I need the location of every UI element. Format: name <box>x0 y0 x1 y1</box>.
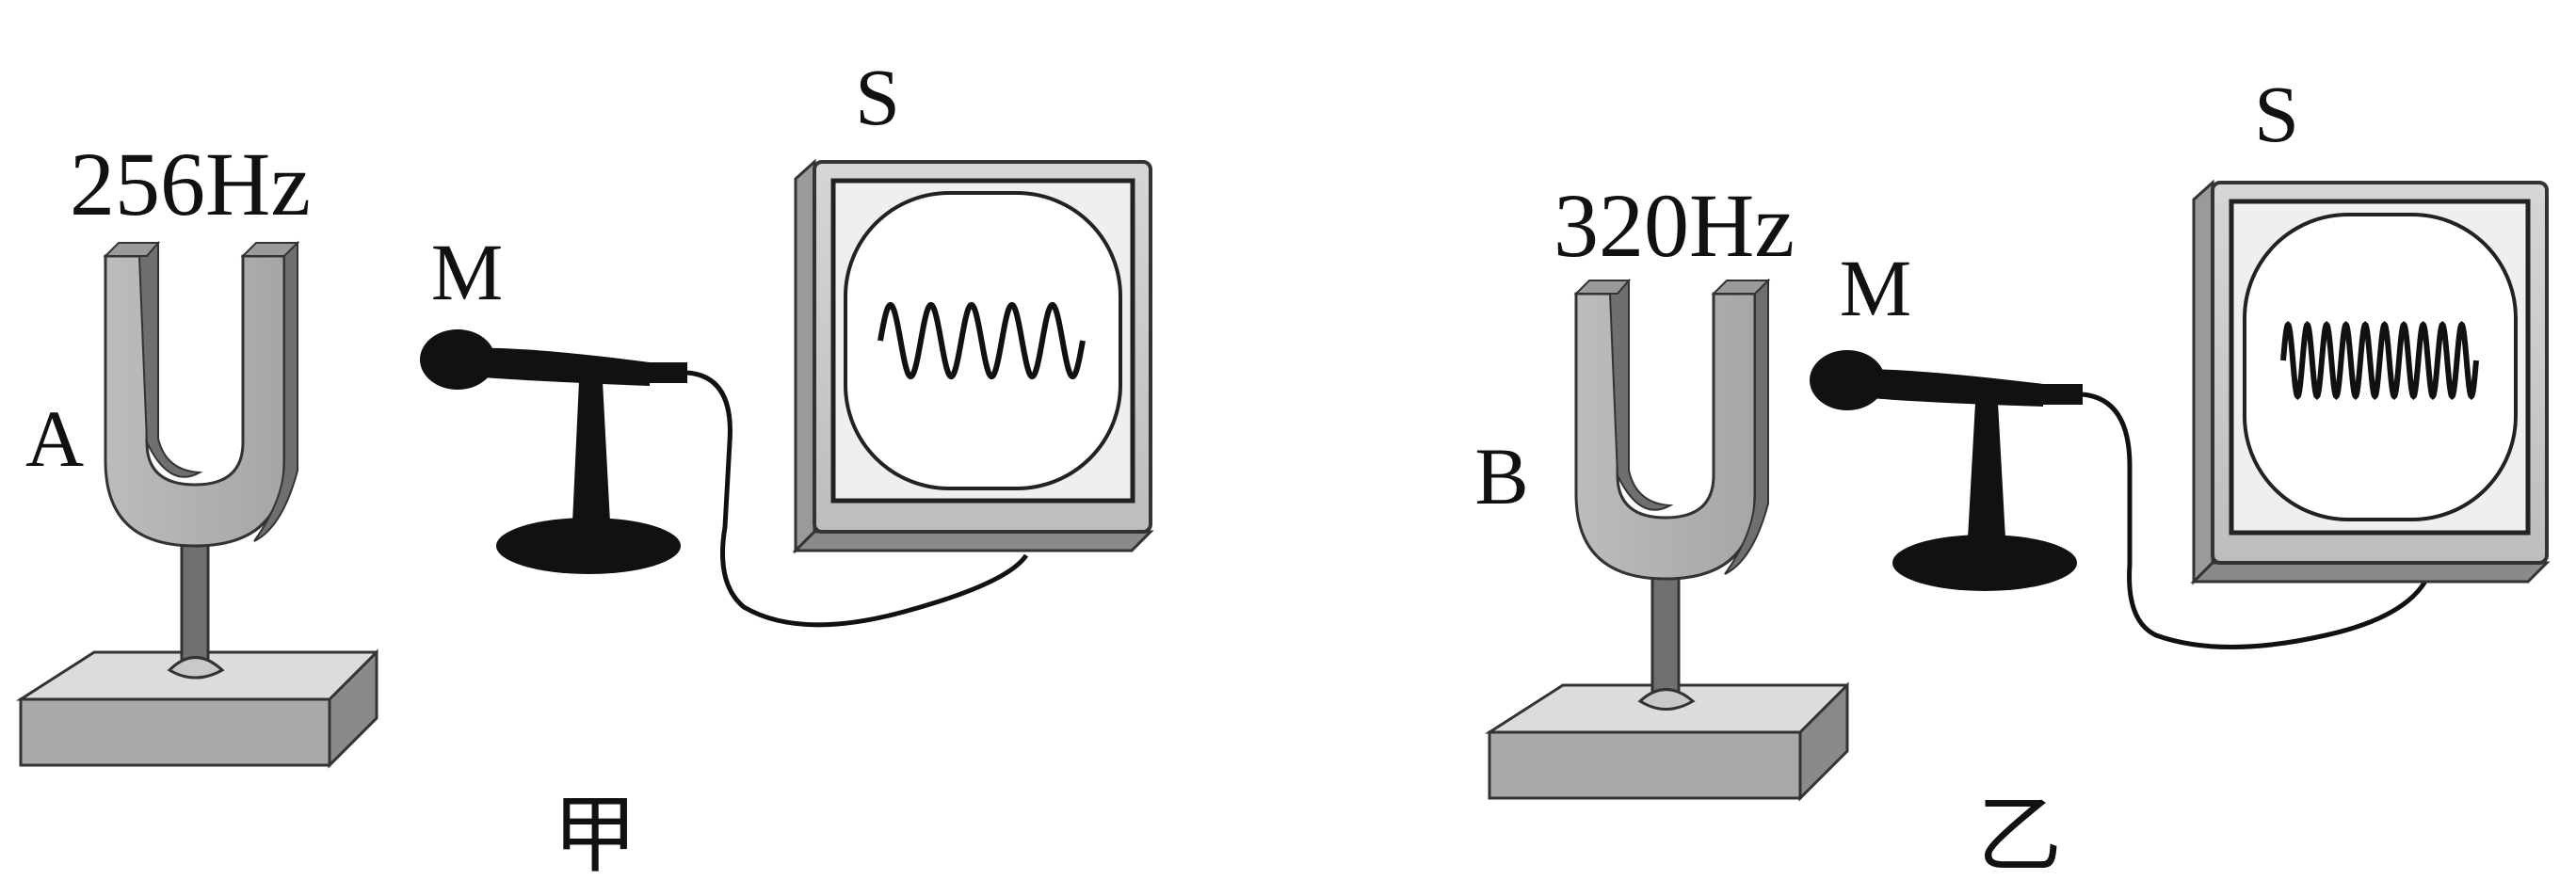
microphone-b <box>1810 350 2432 649</box>
screen-letter-b: S <box>2254 69 2299 159</box>
waveform-256hz <box>877 301 1086 380</box>
caption-jia: 甲 <box>553 790 637 883</box>
caption-yi: 乙 <box>1977 790 2062 883</box>
frequency-label-a: 256Hz <box>70 134 311 234</box>
tuning-fork-b <box>1573 278 1771 711</box>
panel-yi: 320Hz B M S 乙 <box>1474 69 2551 883</box>
fork-base-b <box>1484 681 1849 802</box>
screen-letter-a: S <box>855 52 900 142</box>
mic-letter-a: M <box>431 227 503 317</box>
frequency-label-b: 320Hz <box>1554 175 1795 276</box>
tuning-fork-a <box>103 240 300 680</box>
fork-letter-b: B <box>1474 431 1528 521</box>
microphone-a <box>420 329 1029 628</box>
mic-letter-b: M <box>1840 243 1911 333</box>
panel-jia: 256Hz A M S 甲 <box>15 52 1154 883</box>
oscilloscope-screen-b <box>2190 179 2551 585</box>
oscilloscope-screen-a <box>792 158 1154 554</box>
fork-letter-a: A <box>25 393 84 484</box>
waveform-320hz <box>2280 320 2479 401</box>
